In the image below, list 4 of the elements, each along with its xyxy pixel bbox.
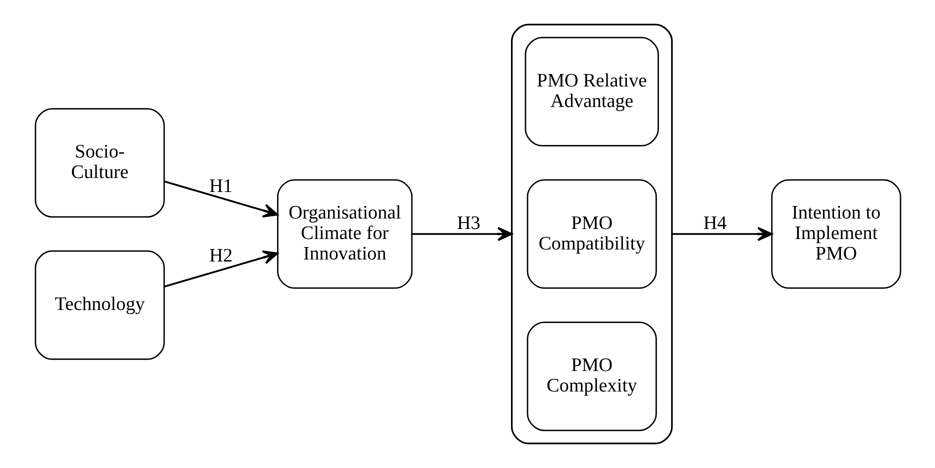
edge-label: H3: [456, 212, 480, 234]
edge-label: H2: [208, 246, 232, 267]
edge-label: H4: [702, 212, 726, 234]
edge-label: H1: [208, 176, 232, 197]
